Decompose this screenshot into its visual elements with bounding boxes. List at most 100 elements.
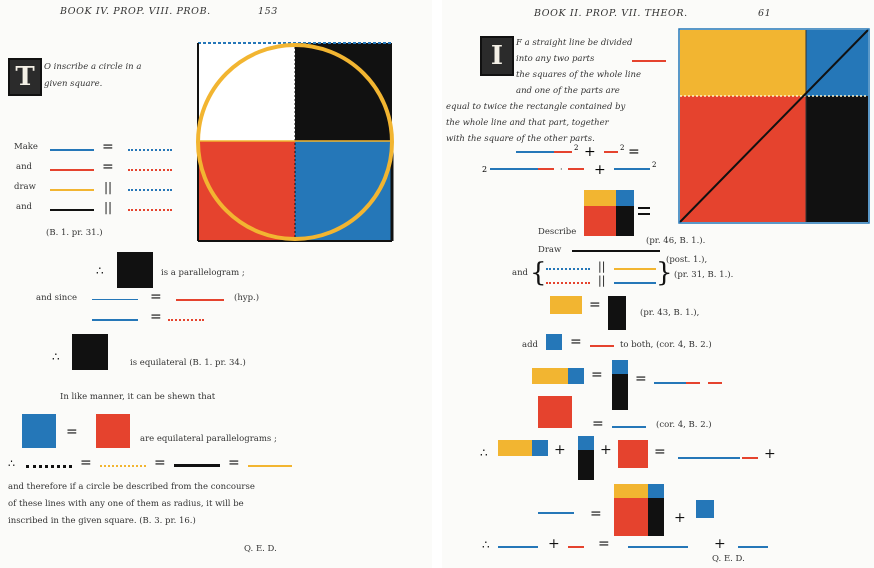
red-segment	[742, 457, 758, 459]
red-segment	[590, 345, 614, 347]
page-gutter	[432, 0, 442, 568]
equals-symbol: =	[102, 139, 114, 155]
blue-segment	[678, 457, 740, 459]
equals-symbol: =	[154, 455, 166, 471]
drop-cap-initial: I	[480, 36, 514, 76]
right-intro-line-5: equal to twice the rectangle contained b…	[446, 102, 626, 112]
plus-symbol: +	[764, 446, 776, 462]
black-rectangle	[608, 296, 626, 330]
to-both-text: to both, (cor. 4, B. 2.)	[620, 340, 712, 350]
therefore-symbol: ∴	[482, 538, 490, 552]
left-page-number: 153	[258, 6, 278, 17]
equals-symbol: =	[102, 159, 114, 175]
red-segment	[50, 169, 94, 171]
draw-label: draw	[14, 182, 36, 192]
inscribed-circle	[196, 43, 394, 241]
red-square	[618, 440, 648, 468]
blue-segment	[498, 546, 538, 548]
red-segment	[686, 382, 700, 384]
parallel-symbol: ||	[598, 260, 606, 273]
blue-dotted-segment	[128, 189, 172, 191]
blue-segment	[654, 382, 698, 384]
right-intro-line-7: with the square of the other parts.	[446, 134, 595, 144]
right-page: BOOK II. PROP. VII. THEOR. 61 I F a stra…	[442, 0, 874, 568]
describe-figure	[584, 190, 650, 236]
plus-symbol: +	[714, 536, 726, 552]
yellow-rectangle	[498, 440, 532, 456]
figure-diagonal	[679, 29, 869, 223]
equals-symbol: =	[589, 297, 601, 313]
ref-draw: (post. 1.),	[666, 255, 708, 265]
left-brace: {	[530, 258, 547, 288]
blue-thin-segment	[92, 299, 138, 300]
equals-symbol: =	[228, 455, 240, 471]
left-page: BOOK IV. PROP. VIII. PROB. 153 T O inscr…	[0, 0, 432, 568]
superscript-2: 2	[652, 161, 656, 169]
therefore-symbol: ∴	[96, 264, 104, 278]
right-intro-line-3: the squares of the whole line	[516, 70, 641, 80]
ref-pr43: (pr. 43, B. 1.),	[640, 308, 700, 318]
red-segment	[176, 299, 224, 301]
equals-symbol: =	[628, 144, 640, 160]
therefore-symbol: ∴	[8, 457, 15, 470]
right-intro-line-4: and one of the parts are	[516, 86, 620, 96]
right-intro-line-6: the whole line and that part, together	[446, 118, 609, 128]
red-dotted-segment	[168, 319, 204, 321]
equals-symbol: =	[150, 289, 162, 305]
red-dotted-segment	[128, 209, 172, 211]
black-rectangle	[612, 374, 628, 410]
red-segment	[708, 382, 722, 384]
blue-segment	[50, 149, 94, 151]
black-dotted-segment	[26, 465, 72, 468]
equation-squares-sum: 2 + 2 = 2 · + 2	[482, 144, 656, 178]
left-header-title: BOOK IV. PROP. VIII. PROB.	[60, 6, 211, 17]
right-brace: }	[656, 258, 673, 288]
blue-segment	[612, 426, 646, 428]
equals-symbol: =	[592, 416, 604, 432]
right-page-number: 61	[758, 8, 772, 19]
theorem-figure	[678, 28, 870, 224]
and-label: and	[512, 268, 528, 278]
and2-label: and	[16, 202, 32, 212]
figure-yellow-rect	[680, 30, 806, 96]
equals-symbol: =	[591, 367, 603, 383]
black-rectangle	[578, 450, 594, 480]
drop-cap-initial: T	[8, 58, 42, 96]
superscript-2: 2	[620, 144, 624, 152]
blue-dotted-segment	[128, 149, 172, 151]
left-intro-line-1: O inscribe a circle in a	[44, 62, 142, 72]
parallel-symbol: ||	[104, 200, 113, 214]
blue-segment	[614, 282, 656, 284]
conclusion-line-2: of these lines with any one of them as r…	[8, 499, 244, 509]
are-equilateral-text: are equilateral parallelograms ;	[140, 434, 277, 444]
right-intro-line-1: F a straight line be divided	[516, 38, 633, 48]
is-parallelogram-text: is a parallelogram ;	[161, 268, 245, 278]
equals-symbol: =	[635, 371, 647, 387]
and-label: and	[16, 162, 32, 172]
red-dotted-segment	[128, 169, 172, 171]
equals-symbol: =	[590, 506, 602, 522]
ref-b1-pr31: (B. 1. pr. 31.)	[46, 228, 103, 238]
composite-square	[614, 484, 664, 536]
red-dotted-segment	[546, 282, 590, 284]
qed-right: Q. E. D.	[712, 554, 745, 564]
ref-pr31: (pr. 31, B. 1.).	[674, 270, 734, 280]
parallel-symbol: ||	[104, 180, 113, 194]
describe-label: Describe	[538, 227, 577, 237]
red-square	[538, 396, 572, 428]
blue-square	[578, 436, 594, 450]
blue-square	[568, 368, 584, 384]
therefore-symbol: ∴	[480, 446, 488, 460]
black-diagonal-segment	[572, 250, 660, 252]
conclusion-line-3: inscribed in the given square. (B. 3. pr…	[8, 516, 196, 526]
yellow-rectangle	[550, 296, 582, 314]
plus-symbol: +	[600, 442, 612, 458]
plus-symbol: +	[554, 442, 566, 458]
figure-border	[678, 28, 870, 224]
hyp-ref: (hyp.)	[234, 293, 260, 303]
red-segment	[568, 546, 584, 548]
and-since-text: and since	[36, 293, 78, 303]
blue-square	[546, 334, 562, 350]
intro-line-part-red	[632, 60, 666, 62]
yellow-dotted-segment	[100, 465, 146, 467]
